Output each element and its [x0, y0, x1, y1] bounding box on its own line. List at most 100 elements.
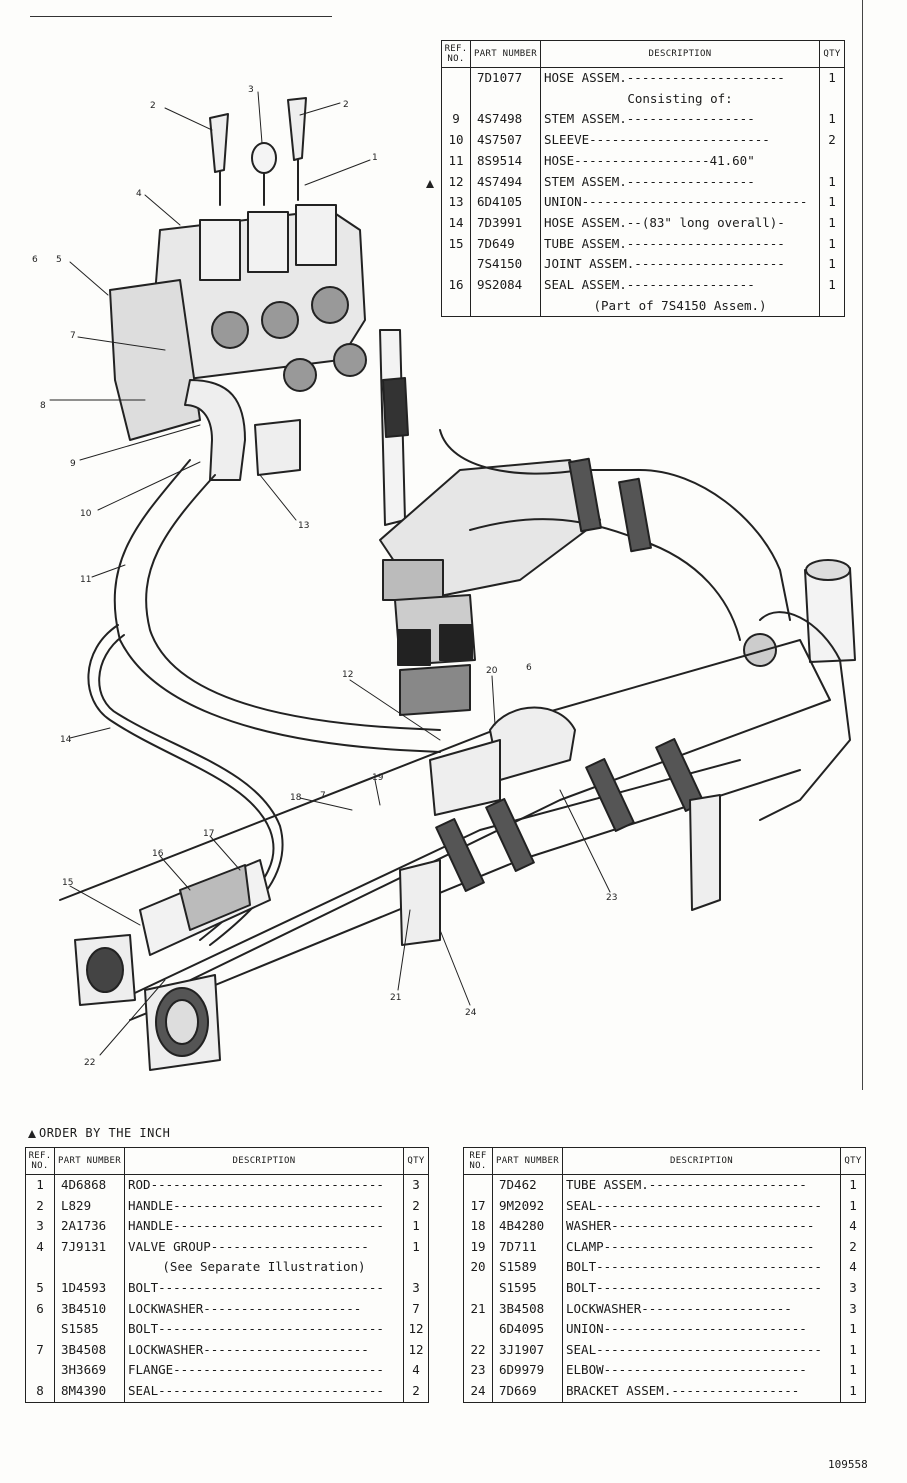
cell-ref — [441, 67, 471, 89]
cell-ref: 2 — [25, 1195, 55, 1217]
cell-qty: 1 — [828, 214, 836, 230]
cell-desc: HOSE ASSEM.--------------------- — [540, 67, 820, 89]
cell-part: 4B4280 — [492, 1216, 563, 1237]
cell-part: 4D6868 — [54, 1174, 125, 1196]
cell-ref: 8 — [25, 1380, 55, 1403]
cell-part — [54, 1257, 125, 1278]
cell-ref: 18 — [463, 1216, 493, 1237]
cell-desc: (See Separate Illustration) — [124, 1257, 404, 1278]
callout-15: 15 — [62, 878, 73, 888]
cell-part: 9M2092 — [492, 1195, 563, 1217]
cell-qty: 1 — [828, 111, 836, 127]
cell-qty: 1 — [828, 256, 836, 272]
handle-knob-icon — [251, 142, 277, 174]
cell-ref — [25, 1319, 55, 1340]
callout-22: 22 — [84, 1058, 95, 1068]
cell-desc: BOLT------------------------------ — [124, 1319, 404, 1340]
cell-ref — [441, 88, 471, 110]
cell-ref: 20 — [463, 1257, 493, 1278]
cell-desc: CLAMP---------------------------- — [562, 1236, 841, 1258]
cell-desc: SEAL------------------------------ — [562, 1195, 841, 1217]
cell-desc: VALVE GROUP--------------------- — [124, 1236, 404, 1258]
table-row: Consisting of: — [441, 88, 845, 110]
cell-ref: 3 — [25, 1216, 55, 1237]
cell-qty: 1 — [828, 194, 836, 210]
cell-part: 4S7498 — [470, 109, 541, 131]
cell-qty — [820, 89, 845, 110]
cell-part: 6D9979 — [492, 1360, 563, 1381]
cell-desc: HANDLE---------------------------- — [124, 1216, 404, 1237]
cell-qty: 12 — [408, 1341, 424, 1357]
cell-ref: 4 — [25, 1236, 55, 1258]
cell-part: L829 — [54, 1195, 125, 1217]
callout-3: 3 — [248, 85, 254, 95]
callout-12: 12 — [342, 670, 353, 680]
cell-desc: WASHER--------------------------- — [562, 1216, 841, 1237]
cell-part: 7D3991 — [470, 212, 541, 234]
order-by-inch-marker-icon — [426, 180, 434, 188]
cell-part: 6D4105 — [470, 192, 541, 213]
cell-qty: 1 — [828, 70, 836, 85]
cell-qty: 1 — [849, 1382, 857, 1398]
cell-ref: 22 — [463, 1339, 493, 1361]
col-qty: QTY — [840, 1147, 866, 1175]
cell-desc: Consisting of: — [540, 88, 820, 110]
cell-ref: 14 — [441, 212, 471, 234]
callout-1: 1 — [372, 153, 378, 163]
cell-part: 4S7494 — [470, 171, 541, 193]
callout-8: 8 — [40, 401, 46, 411]
cell-part: 4S7507 — [470, 130, 541, 151]
cell-desc: TUBE ASSEM.--------------------- — [562, 1174, 841, 1196]
callout-21: 21 — [390, 993, 401, 1003]
cell-qty: 1 — [412, 1238, 420, 1254]
cell-ref: 9 — [441, 109, 471, 131]
cell-ref: 16 — [441, 275, 471, 296]
callout-16: 16 — [152, 849, 164, 859]
cell-ref: 23 — [463, 1360, 493, 1381]
cell-desc: HANDLE---------------------------- — [124, 1195, 404, 1217]
cell-desc: LOCKWASHER--------------------- — [124, 1298, 404, 1320]
cell-part: 1D4593 — [54, 1277, 125, 1299]
cell-desc: SLEEVE------------------------ — [540, 130, 820, 151]
cell-desc: BRACKET ASSEM.----------------- — [562, 1380, 841, 1403]
callout-17: 17 — [203, 829, 214, 839]
cell-desc: BOLT------------------------------ — [124, 1277, 404, 1299]
cell-ref: 19 — [463, 1236, 493, 1258]
col-part: PART NUMBER — [492, 1147, 563, 1175]
callout-23: 23 — [606, 893, 617, 903]
cell-ref: 11 — [441, 150, 471, 172]
cell-ref: 21 — [463, 1298, 493, 1320]
top-rule — [30, 16, 332, 17]
cell-part: 8S9514 — [470, 150, 541, 172]
cell-part: 3J1907 — [492, 1339, 563, 1361]
cell-qty: 1 — [849, 1341, 857, 1357]
callout-19: 19 — [372, 773, 384, 783]
table-row: (See Separate Illustration) — [25, 1257, 429, 1278]
cell-ref: 7 — [25, 1339, 55, 1361]
order-note: ORDER BY THE INCH — [28, 1126, 170, 1140]
cell-desc: LOCKWASHER-------------------- — [562, 1298, 841, 1320]
cell-desc: STEM ASSEM.----------------- — [540, 171, 820, 193]
cell-part: S1585 — [54, 1319, 125, 1340]
col-ref: REF. NO. — [25, 1147, 55, 1175]
callout-4: 4 — [136, 189, 142, 199]
callout-13: 13 — [298, 521, 309, 531]
cell-part: 3B4510 — [54, 1298, 125, 1320]
cell-part: 3B4508 — [54, 1339, 125, 1361]
cell-part: 6D4095 — [492, 1319, 563, 1340]
